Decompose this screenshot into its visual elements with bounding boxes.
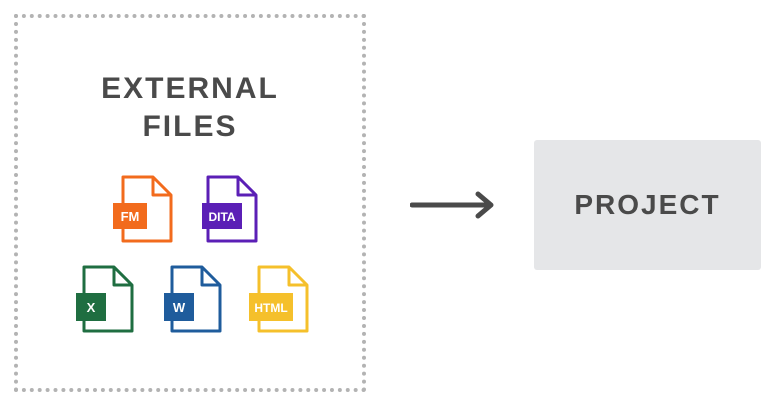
excel-file-icon: X bbox=[72, 263, 136, 335]
html-file-icon: HTML bbox=[247, 263, 311, 335]
external-title-line1: EXTERNAL bbox=[101, 72, 279, 105]
right-arrow-icon bbox=[409, 191, 496, 219]
external-files-container bbox=[14, 14, 366, 392]
html-badge-label: HTML bbox=[254, 301, 287, 315]
word-file-icon: W bbox=[160, 263, 224, 335]
project-box: PROJECT bbox=[534, 140, 761, 270]
word-badge-label: W bbox=[173, 300, 186, 315]
external-title-line2: FILES bbox=[142, 110, 238, 143]
excel-badge-label: X bbox=[87, 300, 96, 315]
project-label: PROJECT bbox=[574, 189, 721, 220]
fm-badge-label: FM bbox=[121, 209, 140, 224]
dita-badge-label: DITA bbox=[208, 210, 235, 224]
dita-file-icon: DITA bbox=[200, 175, 264, 247]
external-files-title: EXTERNAL FILES bbox=[14, 70, 366, 146]
framemaker-file-icon: FM bbox=[113, 175, 177, 247]
